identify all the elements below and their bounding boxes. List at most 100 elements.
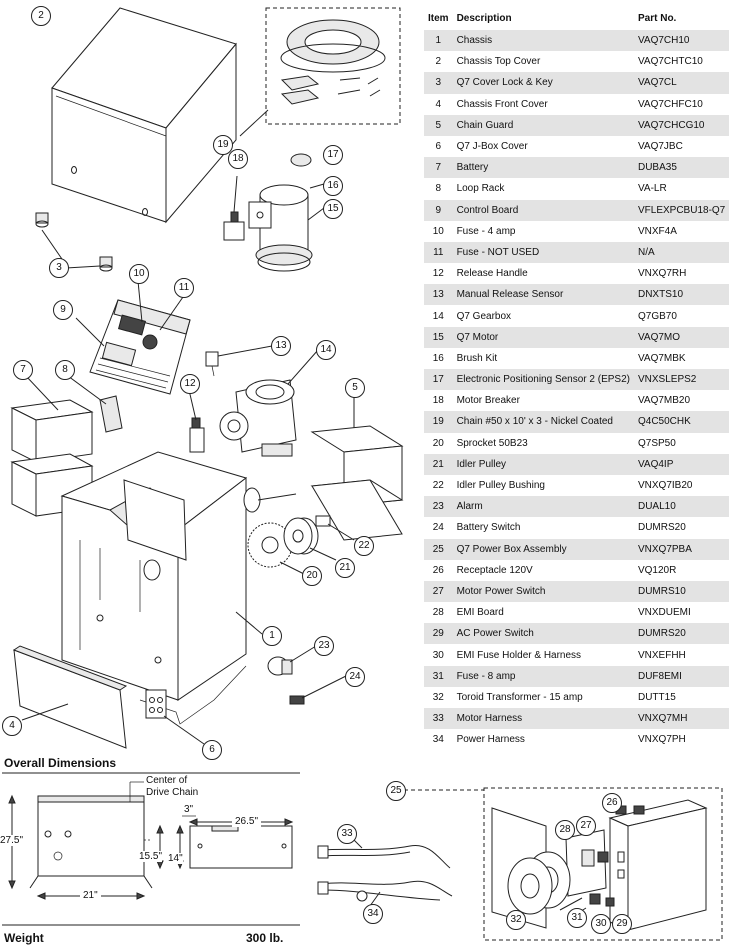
item-number: 15 bbox=[424, 326, 453, 348]
motor-breaker-drawing bbox=[223, 175, 245, 241]
dimension-drawing bbox=[2, 772, 300, 926]
callout-18: 18 bbox=[228, 149, 248, 169]
weight-label: Weight bbox=[4, 931, 44, 945]
item-number: 12 bbox=[432, 268, 444, 280]
item-number: 17 bbox=[424, 369, 453, 391]
item-part-number: VAQ7CHFC10 bbox=[637, 98, 703, 110]
callout-9: 9 bbox=[53, 300, 73, 320]
item-part-number: DUBA35 bbox=[633, 157, 729, 179]
item-number: 7 bbox=[424, 157, 453, 179]
item-description: Fuse - 8 amp bbox=[452, 665, 634, 687]
callout-7: 7 bbox=[13, 360, 33, 380]
item-part-number: VNXSLEPS2 bbox=[633, 369, 729, 391]
item-description: Release Handle bbox=[456, 268, 528, 280]
callout-34: 34 bbox=[363, 904, 383, 924]
header-item: Item bbox=[428, 12, 449, 24]
item-number: 32 bbox=[432, 691, 444, 703]
item-description: Electronic Positioning Sensor 2 (EPS2) bbox=[452, 369, 634, 391]
callout-6: 6 bbox=[202, 740, 222, 760]
callout-2: 2 bbox=[31, 6, 51, 26]
item-description: Battery Switch bbox=[456, 522, 521, 534]
front-cover-drawing bbox=[12, 645, 128, 749]
item-part-number: VNXDUEMI bbox=[637, 607, 691, 619]
callout-24: 24 bbox=[345, 667, 365, 687]
callout-3: 3 bbox=[49, 258, 69, 278]
item-part-number: DUAL10 bbox=[633, 496, 729, 518]
callout-32: 32 bbox=[506, 910, 526, 930]
item-description: Idler Pulley bbox=[452, 453, 634, 475]
item-number: 1 bbox=[424, 30, 453, 52]
item-number: 4 bbox=[435, 98, 442, 110]
item-number: 11 bbox=[424, 241, 453, 264]
item-part-number: VAQ7JBC bbox=[637, 141, 683, 153]
callout-17: 17 bbox=[323, 145, 343, 165]
dim-chain-height: 15.5" bbox=[139, 851, 163, 862]
item-number: 22 bbox=[432, 480, 444, 492]
callout-8: 8 bbox=[55, 360, 75, 380]
item-part-number: Q4C50CHK bbox=[633, 411, 729, 433]
table-row: 8 Loop Rack VA-LR bbox=[424, 178, 729, 199]
power-box-drawing bbox=[404, 787, 723, 941]
item-part-number: VNXQ7RH bbox=[637, 268, 687, 280]
item-part-number: DUMRS10 bbox=[633, 580, 729, 603]
callout-31: 31 bbox=[567, 908, 587, 928]
item-number: 31 bbox=[424, 665, 453, 687]
item-number: 34 bbox=[432, 734, 444, 746]
callout-16: 16 bbox=[323, 176, 343, 196]
item-description: Idler Pulley Bushing bbox=[456, 480, 545, 492]
release-parts-drawing bbox=[188, 345, 273, 453]
table-row: 4 Chassis Front Cover VAQ7CHFC10 bbox=[424, 94, 729, 115]
item-part-number: VNXF4A bbox=[637, 225, 677, 237]
callout-28: 28 bbox=[555, 820, 575, 840]
item-description: Fuse - NOT USED bbox=[452, 241, 634, 264]
item-description: Loop Rack bbox=[456, 183, 505, 195]
item-number: 23 bbox=[424, 496, 453, 518]
item-part-number: DNXTS10 bbox=[633, 284, 729, 306]
callout-4: 4 bbox=[2, 716, 22, 736]
dim-inner-height: 14" bbox=[168, 853, 183, 864]
item-part-number: DUTT15 bbox=[637, 691, 676, 703]
item-description: Chassis Front Cover bbox=[456, 98, 548, 110]
item-number: 27 bbox=[424, 580, 453, 603]
item-number: 8 bbox=[435, 183, 442, 195]
item-description: Q7 Cover Lock & Key bbox=[452, 72, 634, 94]
callout-14: 14 bbox=[316, 340, 336, 360]
item-description: Q7 Power Box Assembly bbox=[452, 538, 634, 560]
item-number: 5 bbox=[424, 114, 453, 136]
item-number: 18 bbox=[432, 395, 444, 407]
dimensions-heading: Overall Dimensions bbox=[4, 756, 117, 770]
item-description: AC Power Switch bbox=[452, 623, 634, 645]
item-number: 2 bbox=[435, 56, 442, 68]
item-part-number: N/A bbox=[633, 241, 729, 264]
item-description: Chain #50 x 10' x 3 - Nickel Coated bbox=[452, 411, 634, 433]
item-description: Chassis bbox=[452, 30, 634, 52]
item-part-number: Q7SP50 bbox=[637, 437, 676, 449]
harness-drawing bbox=[317, 835, 453, 907]
item-number: 25 bbox=[424, 538, 453, 560]
callout-29: 29 bbox=[612, 914, 632, 934]
item-number: 6 bbox=[435, 141, 442, 153]
item-number: 28 bbox=[432, 607, 444, 619]
callout-13: 13 bbox=[271, 336, 291, 356]
callout-12: 12 bbox=[180, 374, 200, 394]
item-number: 10 bbox=[432, 225, 444, 237]
item-description: EMI Fuse Holder & Harness bbox=[456, 649, 582, 661]
item-part-number: VNXQ7PBA bbox=[633, 538, 729, 560]
item-part-number: VA-LR bbox=[637, 183, 667, 195]
